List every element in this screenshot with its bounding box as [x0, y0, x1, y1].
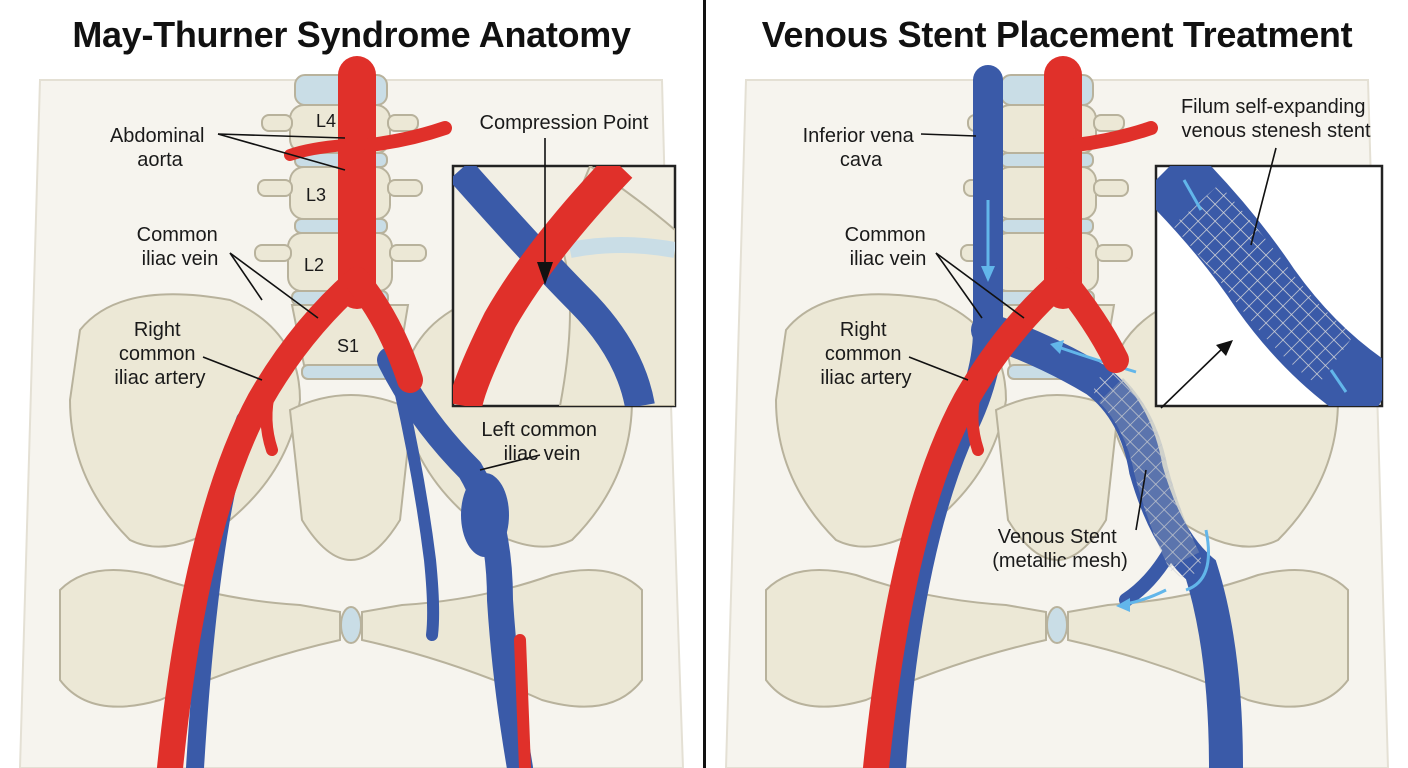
- leader-lines: [908, 133, 1277, 531]
- panel-title-anatomy: May-Thurner Syndrome Anatomy: [72, 14, 631, 55]
- label-right-common-iliac-artery: Right common iliac artery: [114, 319, 205, 389]
- anatomy-panel: L4 L3 L2 S1 Abdominal aorta Common iliac…: [0, 0, 703, 768]
- compression-inset: [451, 164, 677, 408]
- panel-title-treatment: Venous Stent Placement Treatment: [761, 14, 1353, 55]
- label-common-iliac-vein: Common iliac vein: [137, 224, 224, 270]
- treatment-labels: Inferior vena cava Common iliac vein Rig…: [803, 96, 1371, 572]
- label-inferior-vena-cava: Inferior vena cava: [803, 125, 920, 171]
- arteries: [863, 56, 1158, 768]
- treatment-panel: Inferior vena cava Common iliac vein Rig…: [706, 0, 1408, 768]
- label-common-iliac-vein: Common iliac vein: [845, 224, 932, 270]
- vertebra-labels: L4 L3 L2 S1: [304, 111, 359, 356]
- stent-inset-arrowhead: [1216, 340, 1233, 356]
- label-compression-point: Compression Point: [480, 112, 649, 134]
- vertebra-label-s1: S1: [337, 336, 359, 356]
- panel-divider: [703, 0, 706, 768]
- label-right-common-iliac-artery: Right common iliac artery: [820, 319, 911, 389]
- compression-arrowhead: [537, 262, 553, 285]
- arteries: [157, 56, 531, 768]
- anatomy-labels: Abdominal aorta Common iliac vein Right …: [110, 112, 649, 465]
- anatomy-illustration: L4 L3 L2 S1 Abdominal aorta Common iliac…: [18, 56, 685, 768]
- label-venous-stent: Venous Stent (metallic mesh): [992, 526, 1128, 572]
- flow-arrowheads: [981, 266, 1130, 612]
- vertebra-label-l3: L3: [306, 185, 326, 205]
- vertebra-label-l4: L4: [316, 111, 336, 131]
- label-abdominal-aorta: Abdominal aorta: [110, 125, 210, 171]
- leader-lines: [202, 133, 546, 471]
- treatment-illustration: Inferior vena cava Common iliac vein Rig…: [724, 56, 1390, 768]
- label-left-common-iliac-vein: Left common iliac vein: [481, 419, 602, 465]
- venous-stent: [1094, 373, 1201, 577]
- vertebra-label-l2: L2: [304, 255, 324, 275]
- label-stent-inset: Filum self-expanding venous stenesh sten…: [1181, 96, 1371, 142]
- stent-inset: [1154, 164, 1384, 408]
